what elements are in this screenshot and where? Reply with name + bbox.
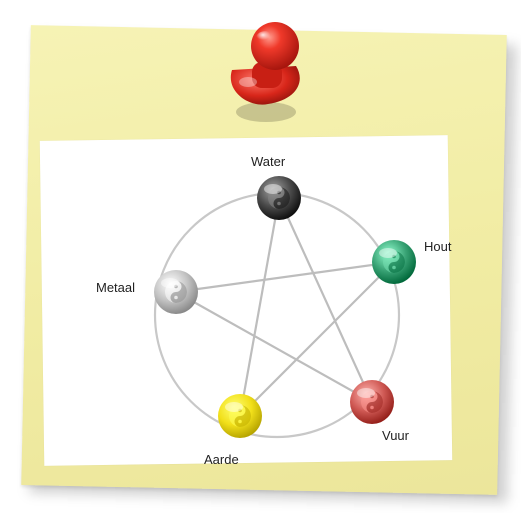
node-water <box>257 176 301 220</box>
label-vuur: Vuur <box>382 428 409 443</box>
push-pin-icon <box>231 22 300 122</box>
label-metaal: Metaal <box>96 280 135 295</box>
node-metaal <box>154 270 198 314</box>
label-aarde: Aarde <box>204 452 239 467</box>
label-hout: Hout <box>424 239 451 254</box>
node-hout <box>372 240 416 284</box>
label-water: Water <box>251 154 285 169</box>
node-vuur <box>350 380 394 424</box>
node-aarde <box>218 394 262 438</box>
